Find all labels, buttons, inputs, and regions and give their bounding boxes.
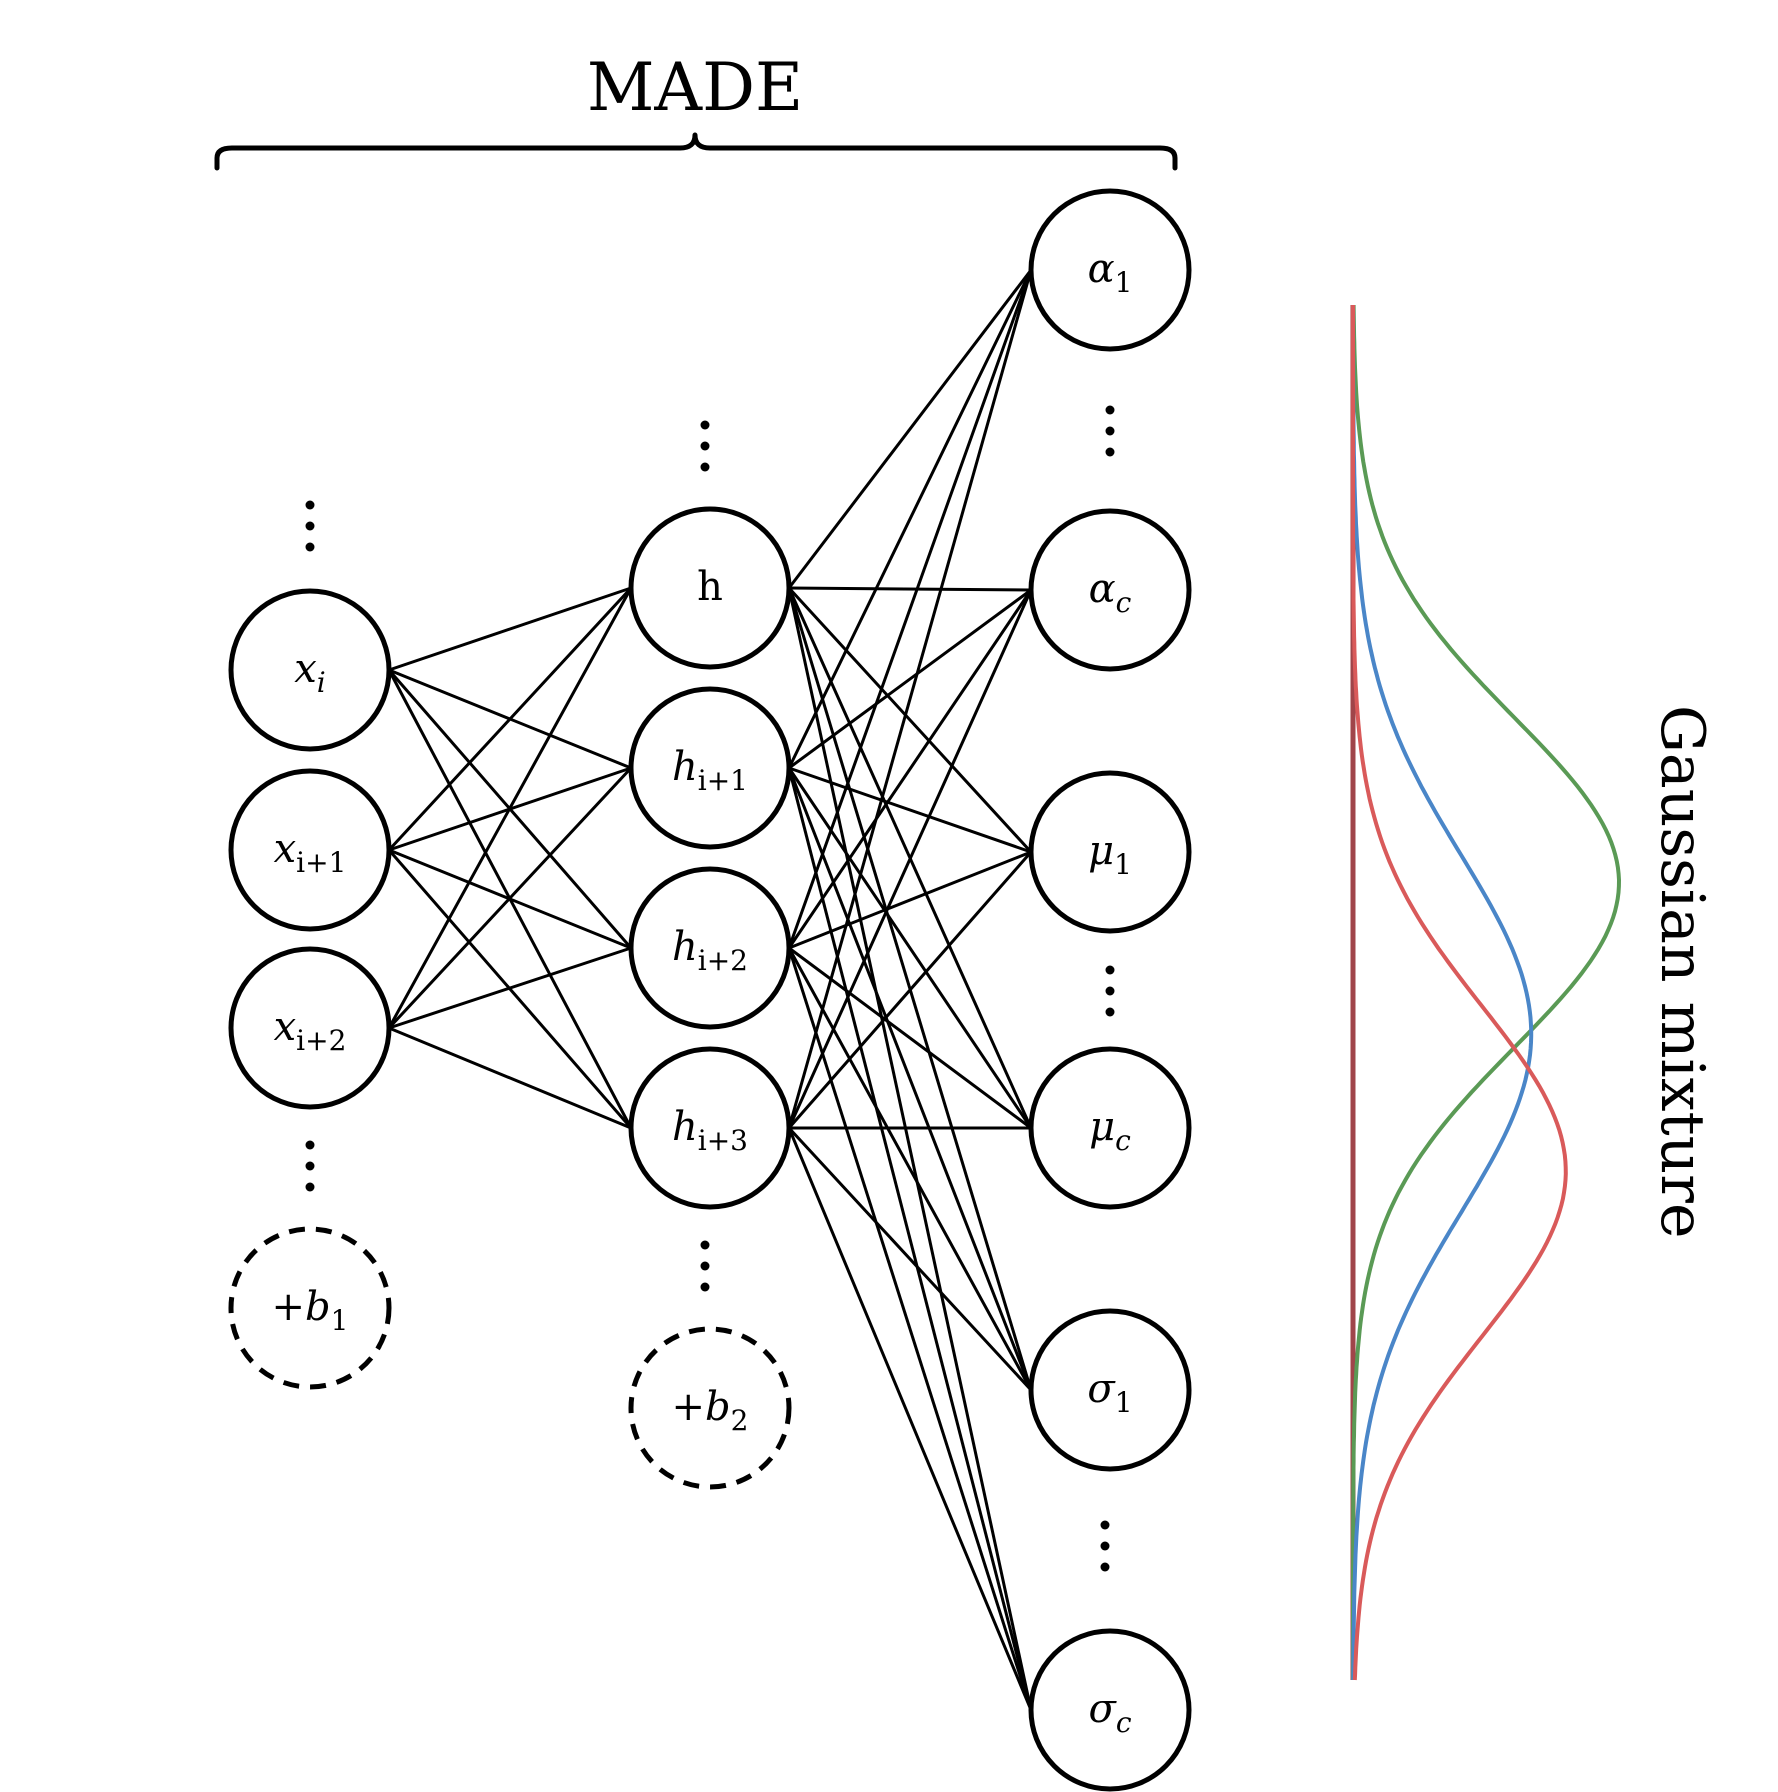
gaussian-mixture-plot bbox=[1350, 304, 1622, 1681]
edge-hidden-2-output-2 bbox=[788, 850, 1032, 950]
output-node-mu_c-label: μc bbox=[1089, 1104, 1131, 1157]
edge-hidden-0-output-0 bbox=[787, 269, 1033, 589]
output-node-mu_c: μc bbox=[1028, 1046, 1192, 1210]
output-node-sigma_c-label: σc bbox=[1089, 1686, 1132, 1739]
edge-hidden-2-output-4 bbox=[787, 947, 1033, 1391]
hidden-node-h: h bbox=[628, 506, 792, 670]
edge-hidden-3-output-5 bbox=[787, 1127, 1033, 1711]
output-node-alpha_c-label: αc bbox=[1089, 566, 1132, 619]
bias-node-b2: +b2 bbox=[628, 1326, 792, 1490]
output-node-alpha_c-circle bbox=[1028, 508, 1192, 672]
made-title: MADE bbox=[587, 49, 803, 126]
input-node-x_i2-label: xi+2 bbox=[274, 1004, 347, 1057]
hidden-node-h_i2-label: hi+2 bbox=[672, 924, 748, 977]
input-node-x_i: xi bbox=[228, 588, 392, 752]
hidden-node-h_i1-circle bbox=[628, 686, 792, 850]
output-node-sigma_c: σc bbox=[1028, 1628, 1192, 1792]
edge-input-2-hidden-0 bbox=[387, 587, 633, 1029]
bias-node-b1-label: +b1 bbox=[272, 1284, 349, 1337]
hidden-node-h-circle bbox=[628, 506, 792, 670]
input-node-x_i-circle bbox=[228, 588, 392, 752]
edge-hidden-3-output-1 bbox=[787, 589, 1033, 1129]
made-brace bbox=[214, 132, 1178, 171]
hidden-node-h-label: h bbox=[697, 564, 723, 610]
output-node-mu_c-circle bbox=[1028, 1046, 1192, 1210]
output-node-mu_1-label: μ1 bbox=[1088, 828, 1132, 881]
input-node-x_i-label: xi bbox=[294, 646, 326, 699]
ellipsis-mu bbox=[1105, 965, 1115, 1017]
edge-hidden-3-output-4 bbox=[787, 1126, 1033, 1392]
edge-hidden-0-output-1 bbox=[788, 586, 1032, 592]
output-node-sigma_c-circle bbox=[1028, 1628, 1192, 1792]
gaussian-mixture-label: Gaussian mixture bbox=[1647, 705, 1717, 1238]
edge-hidden-3-output-2 bbox=[787, 851, 1033, 1129]
edge-hidden-3-output-0 bbox=[787, 269, 1033, 1129]
edge-hidden-1-output-2 bbox=[788, 766, 1032, 854]
ellipsis-hidden-top bbox=[700, 420, 710, 472]
output-node-alpha_1: α1 bbox=[1028, 188, 1192, 352]
input-node-x_i1-circle bbox=[228, 768, 392, 932]
edge-input-1-hidden-0 bbox=[387, 586, 633, 852]
edge-hidden-0-output-5 bbox=[787, 587, 1033, 1711]
edge-input-2-hidden-2 bbox=[388, 946, 632, 1030]
edge-hidden-1-output-4 bbox=[787, 767, 1033, 1391]
edge-input-2-hidden-1 bbox=[387, 766, 633, 1030]
ellipsis-input-bottom bbox=[305, 1140, 315, 1192]
edge-hidden-1-output-1 bbox=[788, 588, 1032, 770]
output-node-mu_1: μ1 bbox=[1028, 770, 1192, 934]
edge-hidden-1-output-5 bbox=[787, 767, 1033, 1711]
ellipsis-alpha bbox=[1105, 405, 1115, 457]
edge-hidden-2-output-0 bbox=[787, 269, 1033, 949]
hidden-node-h_i1-label: hi+1 bbox=[672, 744, 748, 797]
output-node-sigma_1: σ1 bbox=[1028, 1308, 1192, 1472]
bias-node-b2-label: +b2 bbox=[672, 1384, 749, 1437]
output-node-alpha_1-label: α1 bbox=[1088, 246, 1133, 299]
hidden-node-h_i3-label: hi+3 bbox=[672, 1104, 748, 1157]
edge-input-0-hidden-0 bbox=[388, 586, 632, 672]
mixture-curve-blue bbox=[1351, 304, 1534, 1680]
input-node-x_i1: xi+1 bbox=[228, 768, 392, 932]
bias-node-b1-circle bbox=[228, 1226, 392, 1390]
ellipsis-sigma bbox=[1100, 1520, 1110, 1572]
hidden-node-h_i2-circle bbox=[628, 866, 792, 1030]
input-node-x_i1-label: xi+1 bbox=[274, 826, 347, 879]
ellipsis-input-top bbox=[305, 500, 315, 552]
mixture-curve-green bbox=[1351, 304, 1622, 1680]
bias-node-b1: +b1 bbox=[228, 1226, 392, 1390]
network-nodes: xi xi+1 xi+2 +b1 h hi+1 hi+2 hi+3 +b2 α1 αc μ1 μc σ1 σ… bbox=[228, 188, 1192, 1792]
edge-hidden-2-output-3 bbox=[788, 946, 1032, 1130]
hidden-node-h_i3-circle bbox=[628, 1046, 792, 1210]
bias-node-b2-circle bbox=[628, 1326, 792, 1490]
edge-hidden-1-output-3 bbox=[787, 767, 1033, 1129]
output-node-alpha_c: αc bbox=[1028, 508, 1192, 672]
edge-hidden-1-output-0 bbox=[787, 269, 1033, 769]
edge-input-2-hidden-3 bbox=[388, 1026, 632, 1130]
connection-edges bbox=[387, 269, 1033, 1711]
hidden-node-h_i1: hi+1 bbox=[628, 686, 792, 850]
input-node-x_i2-circle bbox=[228, 946, 392, 1110]
edge-hidden-0-output-2 bbox=[787, 586, 1033, 854]
ellipsis-hidden-bottom bbox=[700, 1240, 710, 1292]
output-node-sigma_1-circle bbox=[1028, 1308, 1192, 1472]
output-node-sigma_1-label: σ1 bbox=[1087, 1366, 1132, 1419]
hidden-node-h_i2: hi+2 bbox=[628, 866, 792, 1030]
hidden-node-h_i3: hi+3 bbox=[628, 1046, 792, 1210]
edge-hidden-2-output-5 bbox=[787, 947, 1033, 1711]
output-node-alpha_1-circle bbox=[1028, 188, 1192, 352]
output-node-mu_1-circle bbox=[1028, 770, 1192, 934]
input-node-x_i2: xi+2 bbox=[228, 946, 392, 1110]
edge-hidden-2-output-1 bbox=[787, 589, 1033, 949]
mixture-curve-red bbox=[1351, 305, 1568, 1681]
